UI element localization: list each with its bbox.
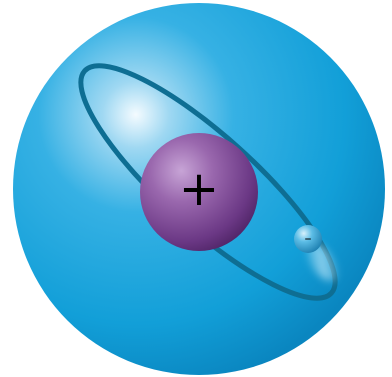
nucleus-sign: + [179,161,219,217]
nucleus [140,133,258,251]
electron [294,225,322,253]
electron-trail [306,242,338,282]
electron-sign: – [305,231,312,247]
